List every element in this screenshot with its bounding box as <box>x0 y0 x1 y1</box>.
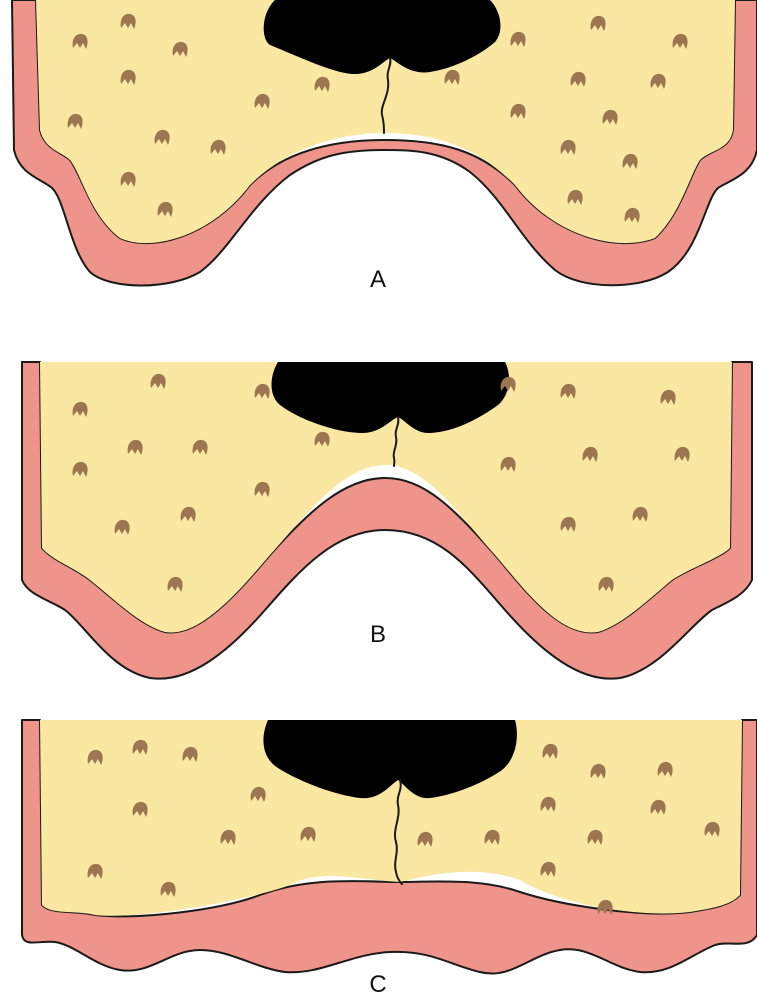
panel-c <box>22 720 757 974</box>
panel-b <box>22 362 752 679</box>
panel-a-label: A <box>370 266 386 293</box>
panel-b-label: B <box>370 621 386 648</box>
panel-a <box>12 0 757 286</box>
panel-c-label: C <box>369 971 386 995</box>
